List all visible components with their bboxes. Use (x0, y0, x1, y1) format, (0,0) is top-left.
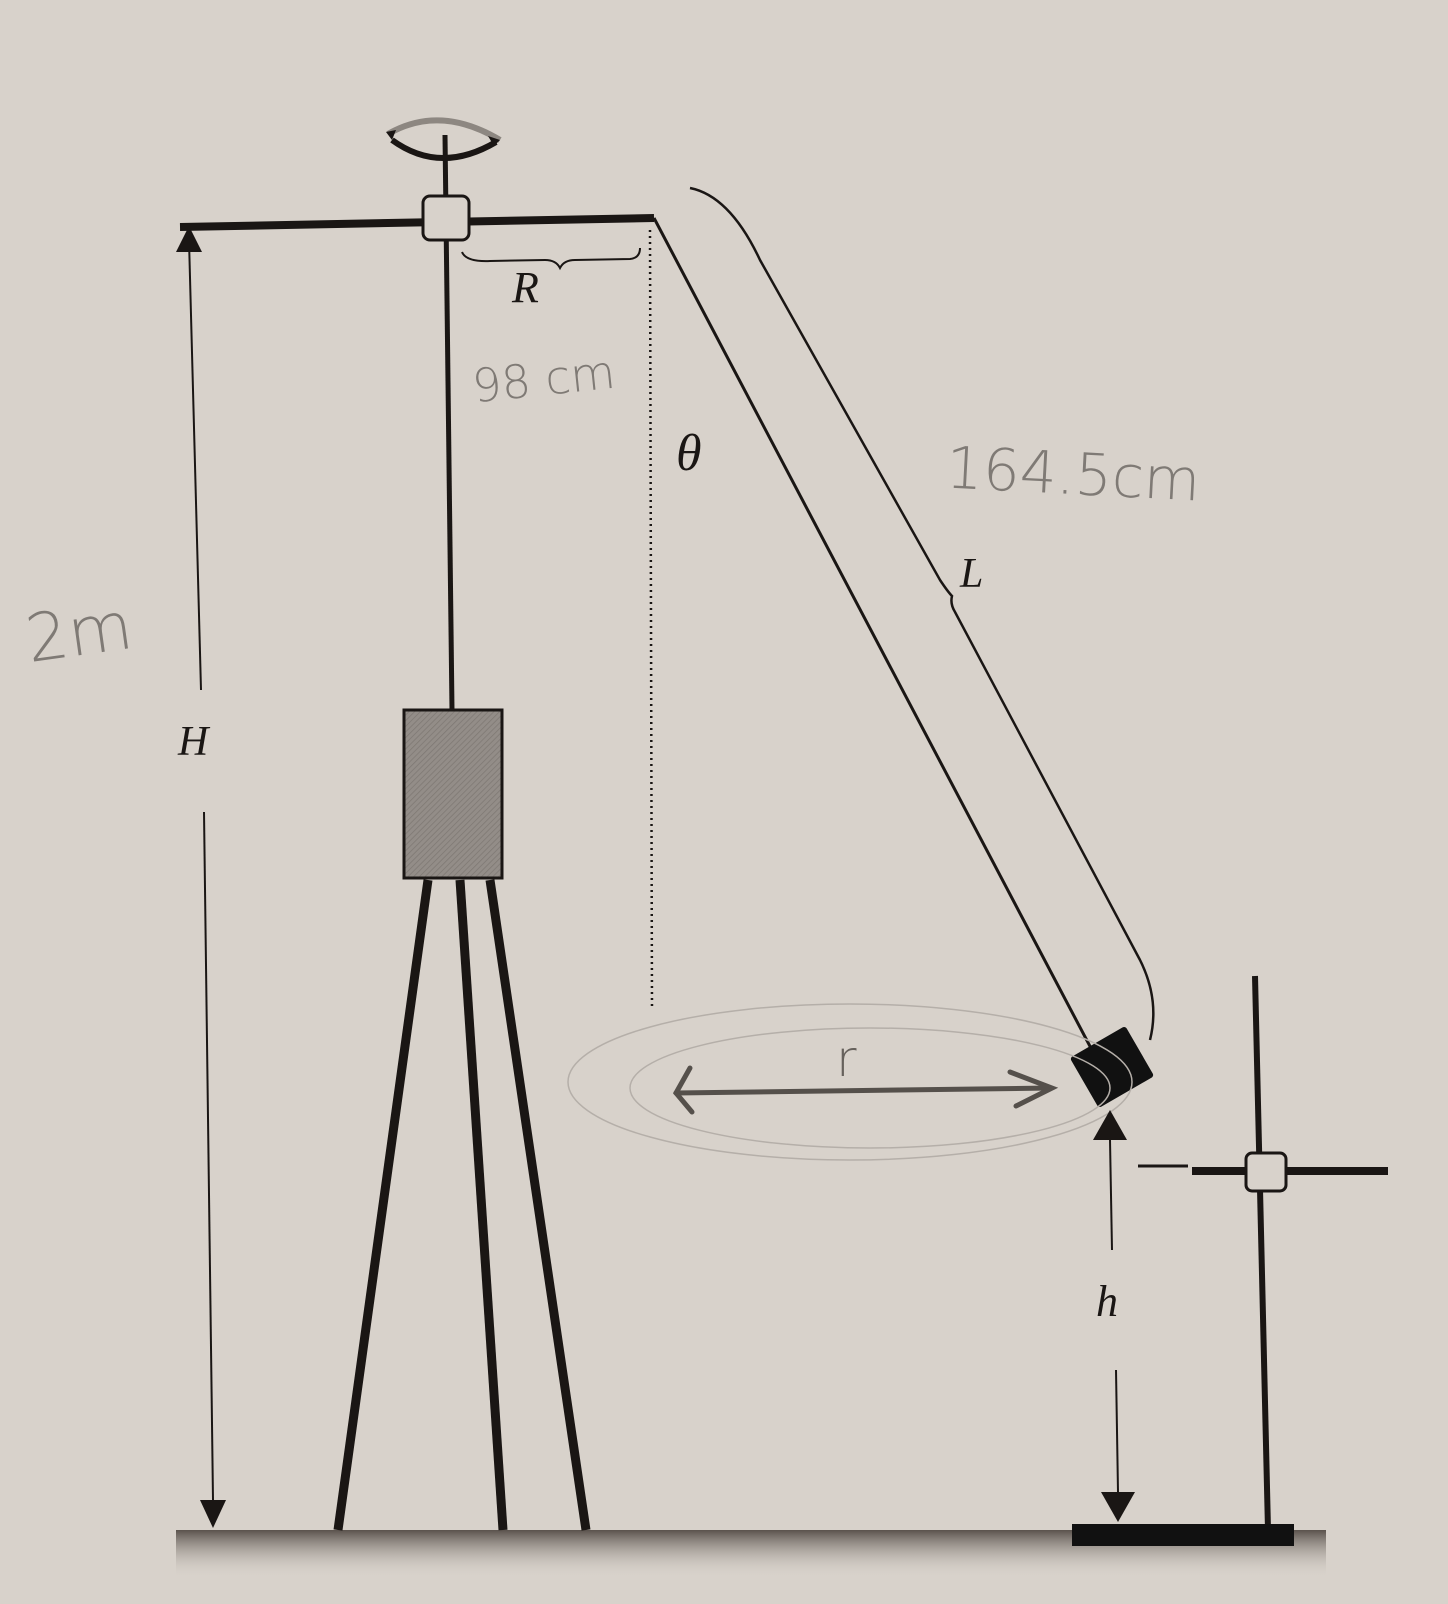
pivot-joint (421, 194, 471, 242)
label-L: L (960, 551, 984, 597)
handwritten-H-value: 2m (21, 586, 138, 679)
label-R: R (512, 263, 539, 312)
label-H: H (178, 719, 209, 765)
r-arrow (672, 1065, 1059, 1115)
pendulum-bob (1070, 1026, 1154, 1108)
orbit-sketch (567, 1003, 1133, 1161)
horizontal-arm (179, 214, 655, 231)
L-brace (689, 186, 1155, 1041)
R-brace (461, 247, 641, 271)
label-theta: θ (676, 425, 702, 482)
handwritten-r: r (836, 1030, 857, 1088)
pendulum-string (652, 217, 1095, 1053)
H-dimension (176, 226, 226, 1528)
handwritten-L-value: 164.5cm (944, 433, 1203, 515)
rotation-arrow-icon (386, 117, 502, 161)
h-dimension (1093, 1110, 1135, 1522)
release-stand (1072, 975, 1388, 1546)
counterweight-box (402, 708, 504, 880)
vertical-reference-line (648, 229, 654, 1011)
label-h: h (1096, 1277, 1118, 1326)
tripod (333, 879, 591, 1531)
